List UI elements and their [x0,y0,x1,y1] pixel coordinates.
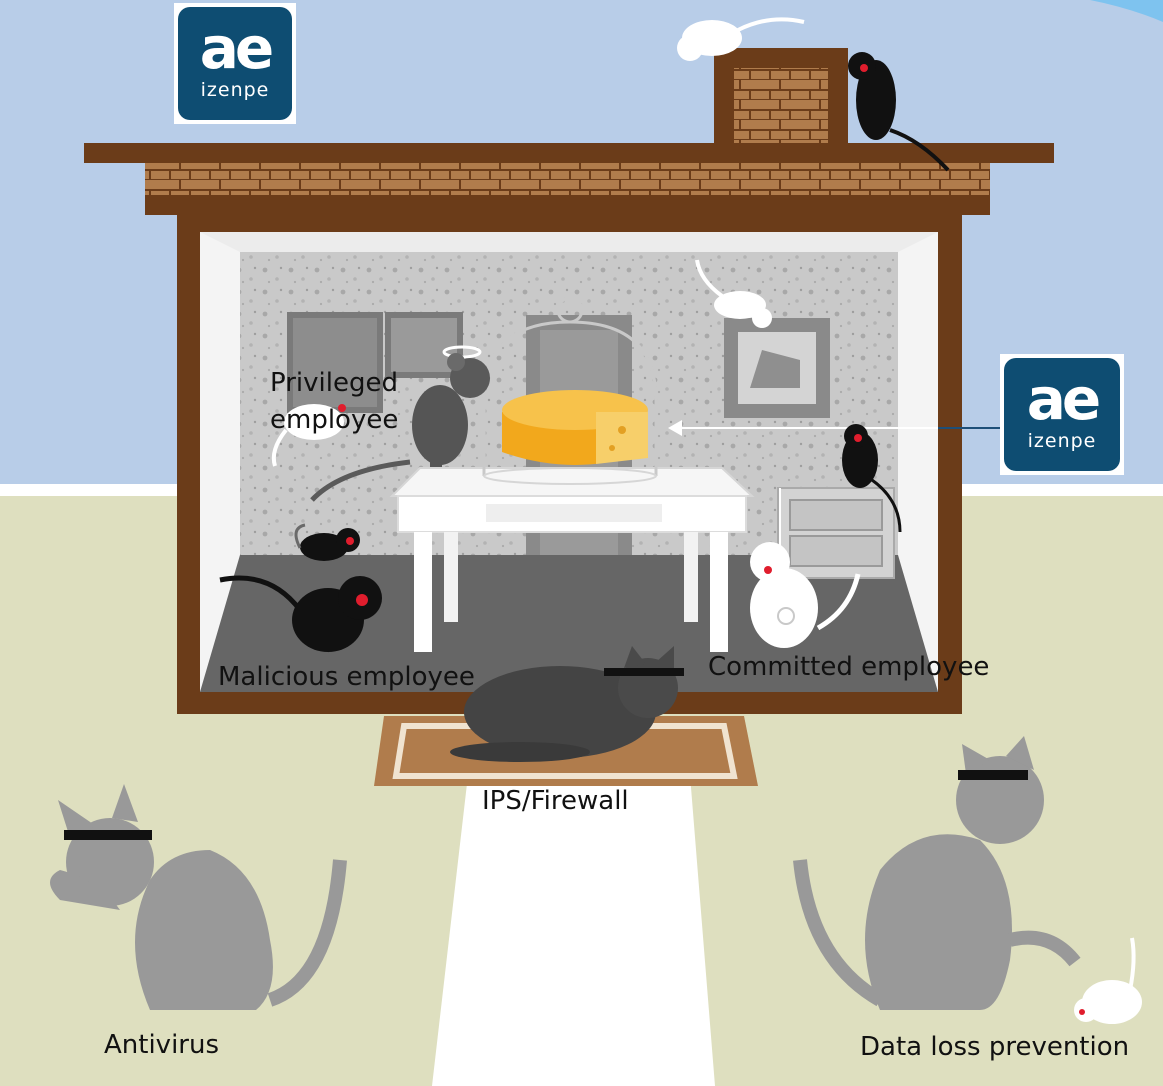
cheese-icon [502,390,648,465]
izenpe-logo-icon: ae izenpe [1004,358,1120,471]
logo-wordmark: izenpe [178,79,292,101]
roof [84,143,1054,215]
logo-wordmark: izenpe [1004,430,1120,452]
cheese-painting-icon [724,318,830,418]
izenpe-logo-top: ae izenpe [174,3,296,124]
committed-employee-label: Committed employee [708,652,989,683]
logo-mark: ae [1004,368,1120,430]
antivirus-label: Antivirus [104,1030,219,1061]
drawer-cabinet [778,488,894,578]
izenpe-logo-right: ae izenpe [1000,354,1124,475]
data-loss-prevention-label: Data loss prevention [860,1032,1129,1063]
privileged-employee-label-line1: Privileged [270,368,398,399]
izenpe-logo-icon: ae izenpe [178,7,292,120]
malicious-employee-label: Malicious employee [218,662,475,693]
logo-mark: ae [178,17,292,79]
garden-path [432,775,715,1086]
ips-firewall-label: IPS/Firewall [482,786,629,817]
chimney-icon [714,48,848,148]
privileged-employee-label-line2: employee [270,405,398,436]
